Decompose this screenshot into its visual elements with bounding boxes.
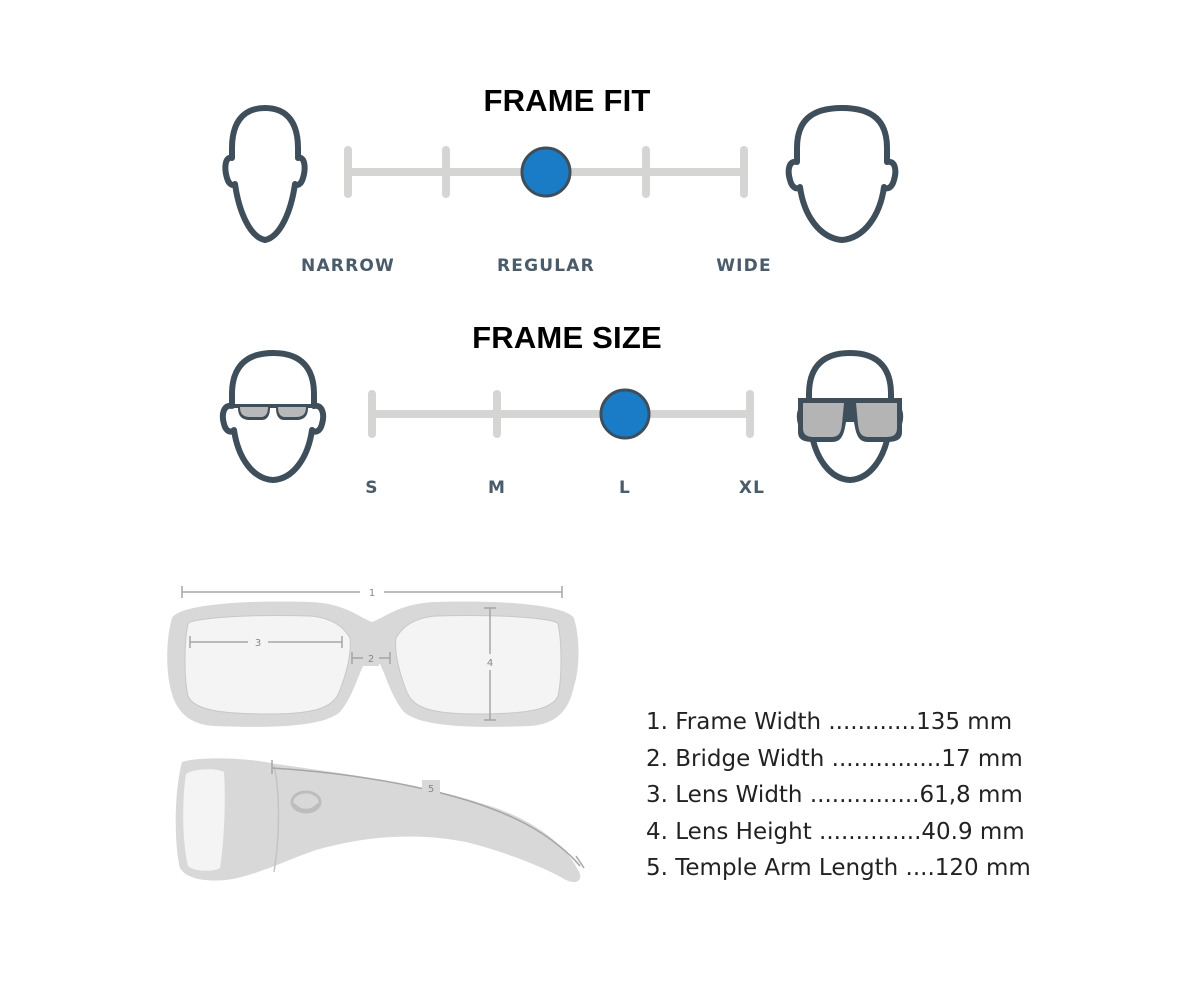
frame-fit-title: FRAME FIT (483, 83, 651, 118)
marker-frame-width: 1 (369, 588, 375, 599)
measurements-list: 1. Frame Width ............135 mm 2. Bri… (646, 704, 1186, 887)
frame-fit-scale (344, 146, 748, 198)
glasses-side-diagram: 5 (175, 758, 585, 882)
measurement-lens-height: 4. Lens Height ..............40.9 mm (646, 818, 1025, 845)
frame-fit-label-regular: REGULAR (497, 256, 595, 276)
small-glasses-face-icon (219, 350, 327, 483)
marker-lens-height: 4 (487, 658, 493, 669)
frame-size-title: FRAME SIZE (472, 320, 662, 355)
narrow-face-icon (222, 105, 308, 243)
frame-size-label-s: S (365, 478, 379, 498)
costa-logo-icon (290, 790, 322, 814)
marker-bridge-width: 2 (368, 654, 374, 665)
large-glasses-face-icon (796, 350, 904, 483)
frame-size-label-xl: XL (738, 478, 766, 498)
measurement-bridge-width: 2. Bridge Width ...............17 mm (646, 745, 1023, 772)
frame-fit-label-narrow: NARROW (301, 256, 395, 276)
frame-fit-label-wide: WIDE (716, 256, 772, 276)
wide-face-icon (785, 105, 899, 243)
frame-size-label-l: L (618, 478, 632, 498)
marker-temple-arm-length: 5 (428, 784, 434, 795)
frame-size-label-m: M (487, 478, 507, 498)
frame-fit-selected-marker (520, 146, 572, 198)
frame-size-scale (368, 388, 754, 440)
marker-lens-width: 3 (255, 638, 261, 649)
glasses-front-diagram: 1 3 2 4 (167, 582, 579, 727)
measurement-temple-arm-length: 5. Temple Arm Length ....120 mm (646, 855, 1031, 881)
measurement-lens-width: 3. Lens Width ...............61,8 mm (646, 782, 1023, 808)
measurement-frame-width: 1. Frame Width ............135 mm (646, 709, 1013, 735)
frame-size-selected-marker (599, 388, 651, 440)
